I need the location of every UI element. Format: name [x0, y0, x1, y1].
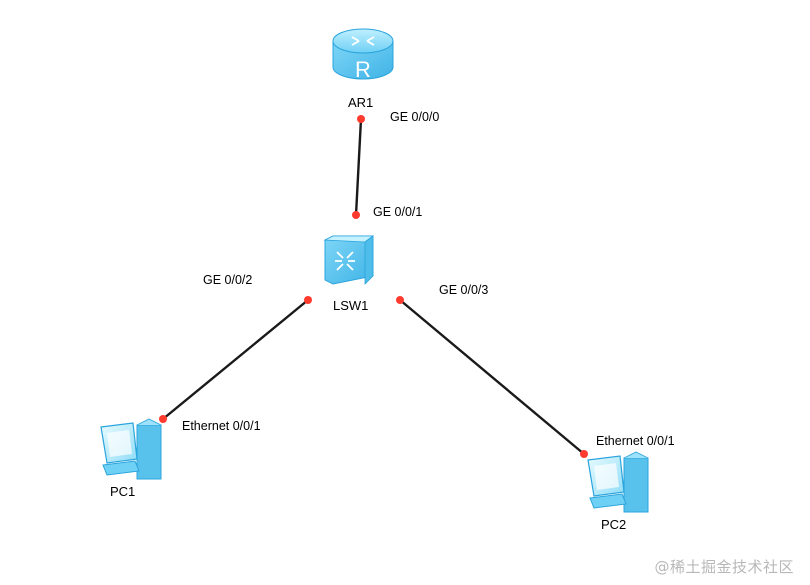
device-label-pc1: PC1: [110, 484, 135, 499]
port-dot-pc1-eth001: [159, 415, 167, 423]
link-lsw1-pc2: [399, 299, 585, 455]
device-label-pc2: PC2: [601, 517, 626, 532]
link-lsw1-pc1: [162, 299, 309, 420]
router-icon[interactable]: R: [332, 28, 394, 82]
port-dot-pc2-eth001: [580, 450, 588, 458]
port-label-pc1-eth001: Ethernet 0/0/1: [182, 419, 261, 433]
switch-icon[interactable]: [323, 235, 375, 285]
port-label-ar1-ge000: GE 0/0/0: [390, 110, 439, 124]
port-label-pc2-eth001: Ethernet 0/0/1: [596, 434, 675, 448]
port-label-lsw1-ge003: GE 0/0/3: [439, 283, 488, 297]
pc-icon[interactable]: [100, 418, 162, 480]
port-label-lsw1-ge002: GE 0/0/2: [203, 273, 252, 287]
device-label-ar1: AR1: [348, 95, 373, 110]
port-label-lsw1-ge001: GE 0/0/1: [373, 205, 422, 219]
watermark-text: @稀土掘金技术社区: [654, 558, 794, 576]
link-ar1-lsw1: [354, 118, 363, 216]
port-dot-lsw1-ge003: [396, 296, 404, 304]
port-dot-ar1-ge000: [357, 115, 365, 123]
port-dot-lsw1-ge002: [304, 296, 312, 304]
router-glyph: R: [355, 57, 371, 82]
pc-icon[interactable]: [587, 451, 649, 513]
port-dot-lsw1-ge001: [352, 211, 360, 219]
device-label-lsw1: LSW1: [333, 298, 368, 313]
